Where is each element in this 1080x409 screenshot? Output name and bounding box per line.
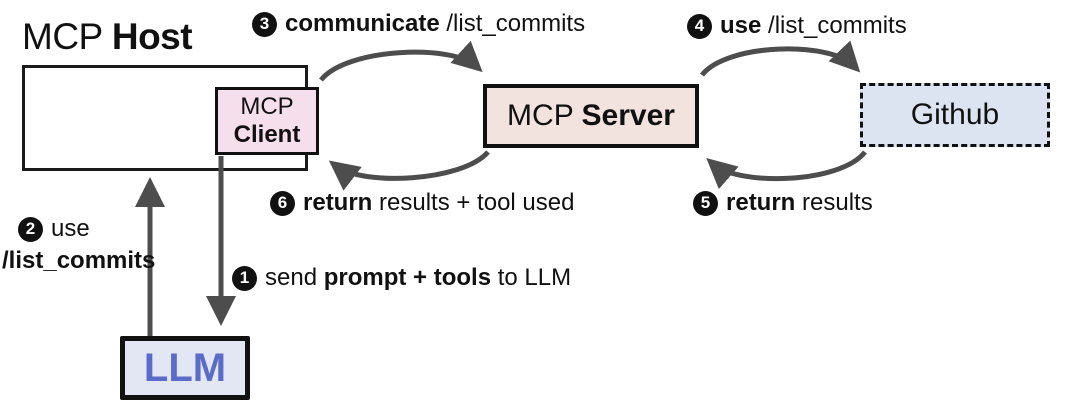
step-3-label: 3 communicate /list_commits xyxy=(252,10,585,38)
step-5-text: return results xyxy=(726,189,873,216)
arrow-github-to-server-arc xyxy=(706,150,867,190)
step-5-label: 5 return results xyxy=(693,189,873,217)
step-1-text: send prompt + tools to LLM xyxy=(265,264,572,291)
step-6-label: 6 return results + tool used xyxy=(270,189,574,217)
diagram-title: MCP Host xyxy=(22,16,193,58)
step-5-number-badge: 5 xyxy=(693,190,718,216)
mcp-server-box: MCP Server xyxy=(483,84,699,148)
step-6-number-badge: 6 xyxy=(270,190,295,216)
step-3-text: communicate /list_commits xyxy=(285,10,586,37)
arrow-client-to-server-arc xyxy=(319,40,483,82)
arrow-server-to-github-arc xyxy=(700,40,861,77)
step-1-label: 1 send prompt + tools to LLM xyxy=(232,264,571,292)
diagram-title-bold: Host xyxy=(111,16,193,57)
step-2-label: 2 use /list_commits xyxy=(2,215,155,275)
github-box: Github xyxy=(860,83,1050,147)
step-2-path: /list_commits xyxy=(2,247,156,274)
github-label: Github xyxy=(910,98,1000,131)
step-4-number-badge: 4 xyxy=(687,13,712,39)
mcp-client-label-line1: MCP xyxy=(240,92,294,120)
llm-label: LLM xyxy=(143,345,227,390)
step-2-verb: use xyxy=(51,215,90,242)
mcp-client-box: MCP Client xyxy=(215,87,319,155)
arrow-server-to-client-arc xyxy=(328,150,490,191)
step-1-number-badge: 1 xyxy=(232,265,257,291)
step-4-text: use /list_commits xyxy=(720,12,907,39)
mcp-client-label-line2: Client xyxy=(233,121,301,148)
step-3-number-badge: 3 xyxy=(252,11,277,37)
step-6-text: return results + tool used xyxy=(303,189,575,216)
step-2-number-badge: 2 xyxy=(18,216,43,242)
step-2-line1: 2 use xyxy=(18,215,90,243)
llm-box: LLM xyxy=(120,336,250,400)
diagram-title-prefix: MCP xyxy=(22,16,112,57)
step-4-label: 4 use /list_commits xyxy=(687,12,907,40)
mcp-server-label: MCP Server xyxy=(507,99,675,132)
